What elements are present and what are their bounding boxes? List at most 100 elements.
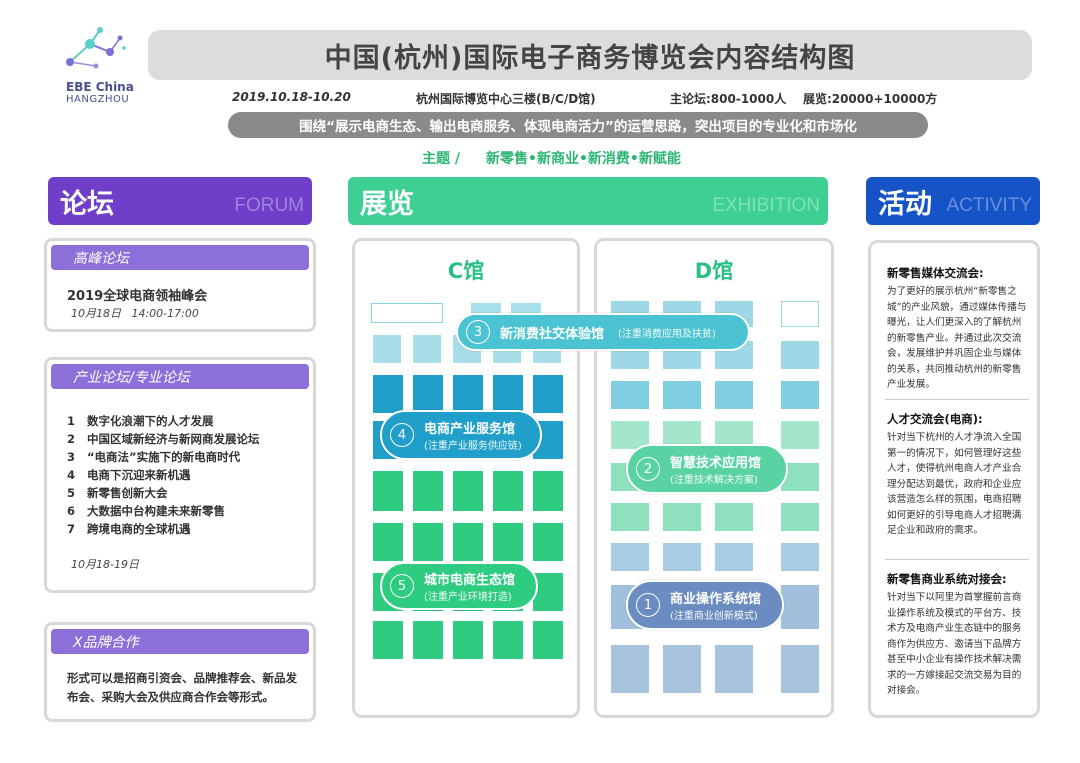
hall-c-title: C馆: [447, 259, 485, 283]
activity-section-title: 新零售商业系统对接会:: [887, 572, 1007, 586]
booth-block: [663, 645, 701, 693]
zone-number: 3: [466, 320, 490, 344]
zone-note: (注重消费应用及扶贫): [618, 328, 716, 340]
zone-name: 商业操作系统馆: [670, 592, 762, 607]
activity-section-title: 新零售媒体交流会:: [887, 266, 984, 280]
booth-block: [781, 543, 819, 571]
booth-block: [453, 471, 483, 511]
activity-section-title: 人才交流会(电商):: [887, 412, 983, 426]
booth-block: [533, 375, 563, 413]
zone-note: (注重产业环境打造): [424, 592, 512, 603]
zone-note: (注重产业服务供应链): [424, 441, 522, 452]
zone-number: 1: [636, 593, 660, 617]
booth-block: [413, 523, 443, 561]
forum-title: 论坛: [60, 188, 114, 220]
booth-block: [715, 503, 753, 531]
logo-sub: HANGZHOU: [66, 94, 130, 105]
activity-card: 新零售媒体交流会: 为了更好的展示杭州“新零售之城”的产业风貌，通过媒体传播与曝…: [868, 240, 1040, 718]
zone-name: 电商产业服务馆: [424, 422, 516, 437]
booth-block: [373, 621, 403, 659]
booth-block: [493, 523, 523, 561]
topic-row: 主题 / 新零售•新商业•新消费•新赋能: [422, 148, 681, 168]
forum-header: 论坛 FORUM: [48, 177, 312, 225]
summit-forum-head: 高峰论坛: [51, 245, 309, 270]
booth-block: [453, 375, 483, 413]
activity-title: 活动: [878, 188, 932, 220]
list-item: 3“电商法”实施下的新电商时代: [67, 450, 241, 464]
zone-name: 新消费社交体验馆: [500, 326, 605, 342]
summit-forum-time: 10月18日 14:00-17:00: [71, 307, 199, 320]
theme-bar: 围绕“展示电商生态、输出电商服务、体现电商活力”的运营思路，突出项目的专业化和市…: [228, 112, 928, 138]
activity-section-text: 针对当下杭州的人才净流入全国第一的情况下，如何管理好这些人才，使得杭州电商人才产…: [887, 432, 1022, 536]
zone-tag-4[interactable]: 4 电商产业服务馆(注重产业服务供应链): [380, 410, 542, 460]
expo-header: 展览 EXHIBITION: [348, 177, 828, 225]
booth-block: [611, 645, 649, 693]
brand-cooperation-text: 形式可以是招商引资会、品牌推荐会、新品发布会、采购大会及供应商合作会等形式。: [67, 671, 297, 704]
booth-block: [373, 335, 401, 363]
booth-block: [781, 381, 819, 409]
logo-name: EBE China: [66, 80, 134, 94]
divider: [885, 399, 1029, 400]
booth-block: [715, 381, 753, 409]
zone-note: (注重商业创新模式): [670, 611, 758, 622]
title-bar: 中国(杭州)国际电子商务博览会内容结构图: [148, 30, 1032, 80]
event-scale: 主论坛:800-1000人 展览:20000+10000方: [670, 92, 938, 106]
industry-forum-head: 产业论坛/专业论坛: [51, 364, 309, 389]
booth-block: [533, 573, 563, 611]
booth-block: [453, 621, 483, 659]
booth-block: [663, 543, 701, 571]
booth-block: [781, 421, 819, 449]
activity-section-talent: 人才交流会(电商): 针对当下杭州的人才净流入全国第一的情况下，如何管理好这些人…: [887, 411, 1027, 539]
booth-block: [611, 381, 649, 409]
booth-block: [493, 375, 523, 413]
divider: [885, 559, 1029, 560]
logo: EBE China HANGZHOU: [52, 22, 142, 112]
booth-block: [371, 303, 443, 323]
topic-value: 新零售•新商业•新消费•新赋能: [486, 151, 681, 167]
booth-block: [373, 523, 403, 561]
page-title: 中国(杭州)国际电子商务博览会内容结构图: [324, 42, 856, 74]
expo-title-en: EXHIBITION: [712, 195, 820, 216]
booth-block: [715, 543, 753, 571]
activity-section-text: 为了更好的展示杭州“新零售之城”的产业风貌，通过媒体传播与曝光，让人们更深入的了…: [887, 286, 1027, 390]
booth-block: [413, 471, 443, 511]
zone-note: (注重技术解决方案): [670, 475, 758, 486]
booth-block: [663, 381, 701, 409]
booth-block: [493, 471, 523, 511]
event-date: 2019.10.18-10.20: [232, 90, 351, 104]
zone-tag-5[interactable]: 5 城市电商生态馆(注重产业环境打造): [380, 562, 538, 610]
topic-label: 主题 /: [422, 151, 460, 167]
booth-block: [413, 375, 443, 413]
zone-tag-1[interactable]: 1 商业操作系统馆 (注重商业创新模式): [626, 580, 784, 630]
zone-tag-2[interactable]: 2 智慧技术应用馆(注重技术解决方案): [626, 444, 788, 494]
booth-block: [413, 335, 441, 363]
hall-c: C馆: [352, 238, 580, 718]
network-logo-icon: [66, 27, 126, 69]
zone-tag-3[interactable]: 3 新消费社交体验馆 (注重消费应用及扶贫): [456, 313, 750, 351]
activity-section-text: 针对当下以阿里为首掌握前言商业操作系统及模式的平台方、技术方及电商产业生态链中的…: [887, 592, 1022, 696]
booth-block: [781, 301, 819, 327]
booth-block: [611, 503, 649, 531]
booth-block: [715, 645, 753, 693]
zone-name: 城市电商生态馆: [424, 573, 516, 588]
booth-block: [533, 523, 563, 561]
booth-block: [611, 543, 649, 571]
booth-block: [781, 341, 819, 369]
activity-header: 活动 ACTIVITY: [866, 177, 1040, 225]
event-venue: 杭州国际博览中心三楼(B/C/D馆): [416, 92, 596, 106]
booth-block: [453, 523, 483, 561]
forum-title-en: FORUM: [234, 195, 304, 216]
zone-number: 2: [636, 457, 660, 481]
activity-section-business: 新零售商业系统对接会: 针对当下以阿里为首掌握前言商业操作系统及模式的平台方、技…: [887, 571, 1027, 699]
booth-block: [493, 621, 523, 659]
brand-cooperation-head: X品牌合作: [51, 629, 309, 654]
expo-title: 展览: [360, 188, 414, 220]
